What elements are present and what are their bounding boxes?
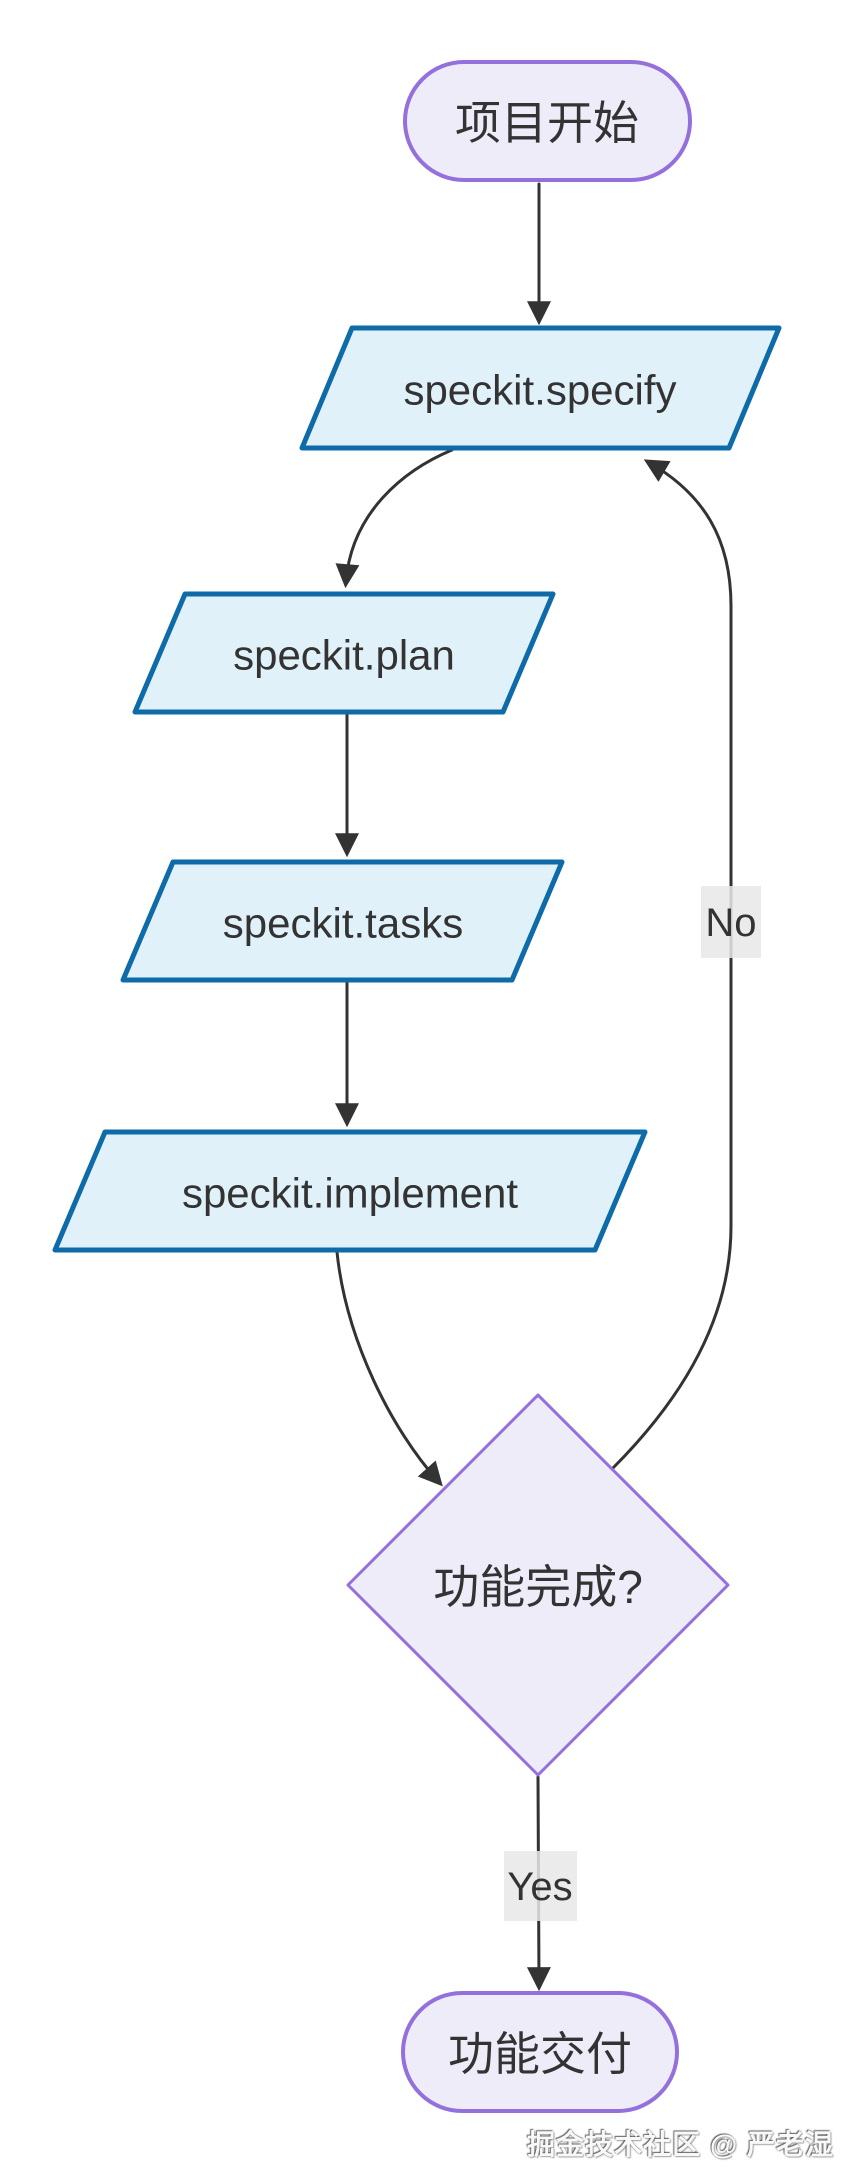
node-tasks-label: speckit.tasks — [223, 900, 463, 947]
edge-label-yes-bg — [504, 1851, 577, 1921]
node-deliver: 功能交付 — [401, 1991, 679, 2113]
node-implement: speckit.implement — [52, 1129, 648, 1253]
edge-label-no-bg — [701, 886, 761, 958]
node-decision: 功能完成? — [346, 1393, 730, 1777]
node-implement-shape — [52, 1129, 648, 1253]
node-tasks: speckit.tasks — [120, 859, 565, 983]
edge-specify-to-plan — [335, 448, 454, 589]
node-start-label: 项目开始 — [455, 97, 639, 149]
watermark: 掘金技术社区 @ 严老湿 — [527, 2129, 834, 2160]
node-start-shape — [403, 60, 692, 182]
node-specify-label: speckit.specify — [403, 367, 676, 414]
edge-label-no-text: No — [705, 901, 756, 945]
node-deliver-label: 功能交付 — [448, 2028, 632, 2080]
node-specify-shape — [299, 325, 782, 451]
edge-label-yes-text: Yes — [507, 1865, 572, 1909]
node-deliver-shape — [401, 1991, 679, 2113]
node-implement-label: speckit.implement — [182, 1170, 518, 1217]
edge-label-no: No — [701, 886, 761, 958]
node-specify: speckit.specify — [299, 325, 782, 451]
edge-decision-to-specify-no — [610, 459, 733, 1471]
node-tasks-shape — [120, 859, 565, 983]
node-decision-label: 功能完成? — [433, 1561, 643, 1613]
edge-implement-to-decision — [335, 1250, 443, 1487]
node-decision-shape — [346, 1393, 730, 1777]
node-plan-shape — [132, 591, 556, 715]
edge-label-yes: Yes — [504, 1851, 577, 1921]
node-start: 项目开始 — [403, 60, 692, 182]
node-plan-label: speckit.plan — [233, 632, 455, 679]
node-plan: speckit.plan — [132, 591, 556, 715]
